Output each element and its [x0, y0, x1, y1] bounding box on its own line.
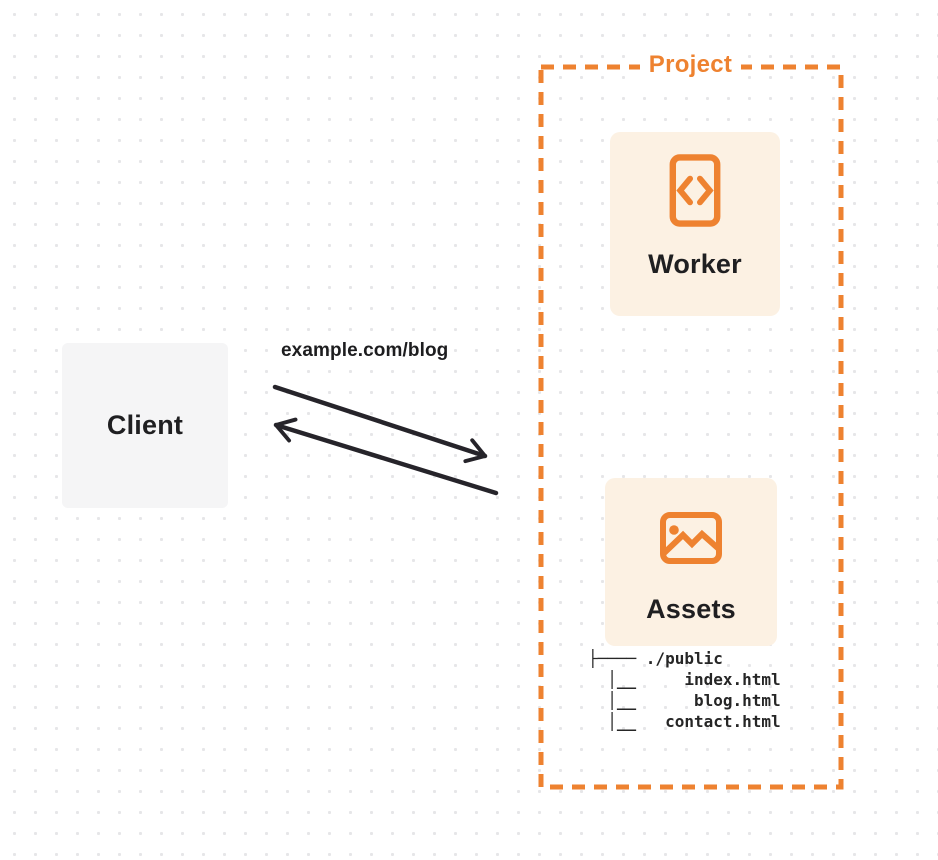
file-tree-line: │__ blog.html — [588, 691, 781, 710]
response-arrow — [273, 417, 499, 496]
client-label: Client — [106, 410, 184, 440]
project-label-row: Project — [539, 51, 842, 79]
request-arrow — [272, 384, 488, 464]
file-tree-line: │__ index.html — [588, 670, 781, 689]
code-document-icon — [669, 154, 721, 227]
file-tree-line: ├──── ./public — [588, 649, 723, 668]
assets-card: Assets — [605, 478, 777, 646]
client-node: Client — [62, 343, 228, 508]
file-tree-line: │__ contact.html — [588, 712, 781, 731]
project-label: Project — [639, 51, 742, 79]
worker-label: Worker — [648, 249, 742, 279]
request-url-label: example.com/blog — [281, 340, 449, 361]
image-icon — [660, 512, 722, 564]
project-boundary — [538, 64, 844, 790]
worker-card: Worker — [610, 132, 780, 316]
assets-label: Assets — [646, 594, 736, 624]
assets-file-tree: ├──── ./public │__ index.html │__ blog.h… — [588, 648, 781, 732]
